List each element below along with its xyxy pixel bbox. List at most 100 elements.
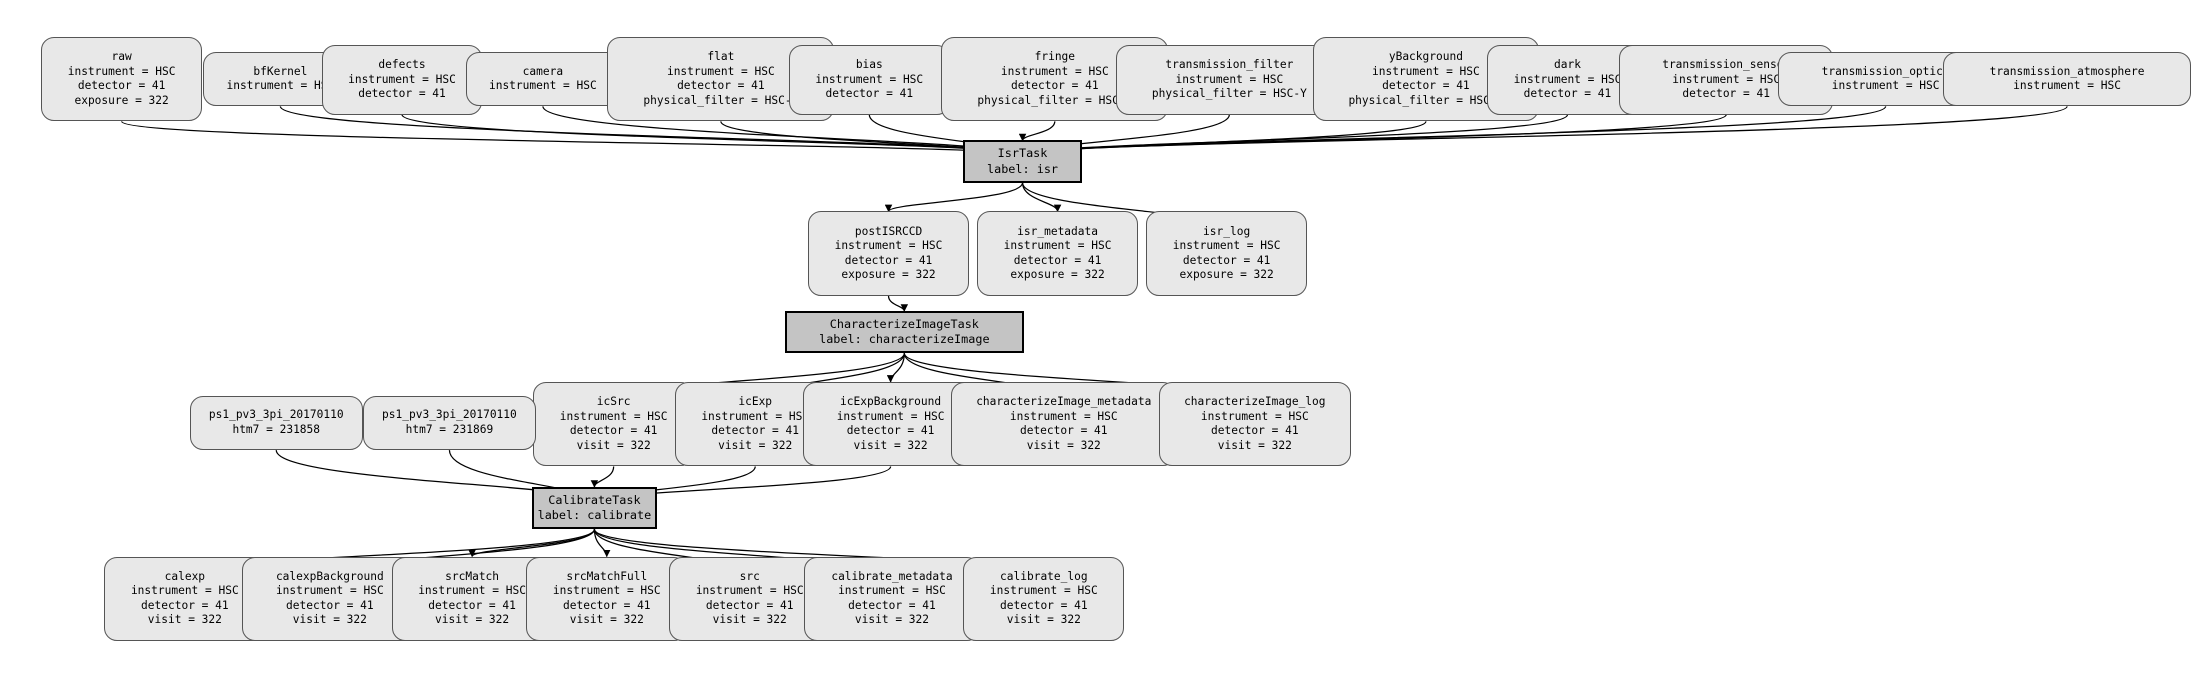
node-attribute: detector = 41 bbox=[1182, 253, 1271, 267]
node-attribute: instrument = HSC bbox=[1175, 72, 1284, 86]
node-attribute: label: isr bbox=[987, 161, 1059, 176]
node-title: icSrc bbox=[596, 395, 631, 409]
node-attribute: instrument = HSC bbox=[834, 239, 943, 253]
node-title: calexp bbox=[164, 569, 206, 583]
node-attribute: instrument = HSC bbox=[275, 584, 384, 598]
node-attribute: detector = 41 bbox=[705, 598, 794, 612]
edge-fringe-to-isr_task bbox=[1018, 121, 1056, 142]
node-title: src bbox=[739, 569, 760, 583]
node-attribute: visit = 322 bbox=[853, 438, 928, 452]
node-attribute: detector = 41 bbox=[1019, 424, 1108, 438]
node-attribute: instrument = HSC bbox=[666, 64, 775, 78]
node-title: bias bbox=[855, 57, 883, 71]
node-attribute: instrument = HSC bbox=[701, 409, 810, 423]
node-attribute: instrument = HSC bbox=[695, 584, 804, 598]
node-attribute: visit = 322 bbox=[854, 613, 929, 627]
node-title: defects bbox=[378, 57, 426, 71]
edge-characterize_task-to-icExpBackground bbox=[886, 353, 905, 383]
node-attribute: detector = 41 bbox=[1211, 424, 1299, 438]
node-title: flat bbox=[707, 49, 735, 63]
node-title: IsrTask bbox=[997, 146, 1048, 161]
edge-raw-to-isr_task bbox=[121, 120, 1023, 156]
node-attribute: detector = 41 bbox=[562, 598, 651, 612]
node-attribute: detector = 41 bbox=[1013, 253, 1102, 267]
node-attribute: exposure = 322 bbox=[74, 93, 169, 107]
node-attribute: instrument = HSC bbox=[348, 72, 456, 86]
node-attribute: instrument = HSC bbox=[1672, 72, 1781, 86]
node-attribute: exposure = 322 bbox=[1010, 268, 1105, 282]
node-attribute: detector = 41 bbox=[141, 598, 229, 612]
node-attribute: exposure = 322 bbox=[1179, 268, 1274, 282]
node-attribute: instrument = HSC bbox=[67, 64, 176, 78]
node-attribute: detector = 41 bbox=[1523, 87, 1612, 101]
node-title: transmission_atmosphere bbox=[1989, 64, 2145, 78]
node-attribute: instrument = HSC bbox=[989, 584, 1098, 598]
node-attribute: visit = 322 bbox=[292, 613, 367, 627]
node-attribute: detector = 41 bbox=[846, 424, 935, 438]
node-title: bfKernel bbox=[253, 64, 308, 78]
node-attribute: instrument = HSC bbox=[2013, 79, 2121, 93]
node-attribute: detector = 41 bbox=[428, 598, 516, 612]
node-title: camera bbox=[522, 64, 564, 78]
node-attribute: htm7 = 231869 bbox=[405, 422, 494, 436]
node-title: transmission_optics bbox=[1821, 64, 1950, 78]
node-attribute: detector = 41 bbox=[1000, 598, 1088, 612]
node-attribute: visit = 322 bbox=[576, 438, 651, 452]
node-attribute: instrument = HSC bbox=[1009, 409, 1118, 423]
node-attribute: physical_filter = HSC-Y bbox=[977, 93, 1133, 107]
node-attribute: instrument = HSC bbox=[1513, 72, 1622, 86]
node-attribute: instrument = HSC bbox=[559, 409, 668, 423]
node-title: icExp bbox=[738, 395, 773, 409]
node-attribute: instrument = HSC bbox=[226, 79, 335, 93]
node-attribute: label: calibrate bbox=[537, 508, 652, 523]
node-attribute: instrument = HSC bbox=[1003, 239, 1112, 253]
edge-calibrate_task-to-srcMatchFull bbox=[593, 529, 611, 558]
node-title: calibrate_metadata bbox=[831, 569, 953, 583]
node-attribute: detector = 41 bbox=[844, 253, 933, 267]
node-attribute: detector = 41 bbox=[569, 424, 658, 438]
node-attribute: instrument = HSC bbox=[838, 584, 946, 598]
node-title: characterizeImage_metadata bbox=[976, 395, 1152, 409]
node-attribute: instrument = HSC bbox=[130, 584, 239, 598]
node-attribute: visit = 322 bbox=[147, 613, 222, 627]
node-attribute: visit = 322 bbox=[1026, 438, 1101, 452]
node-title: srcMatch bbox=[445, 569, 500, 583]
node-attribute: detector = 41 bbox=[848, 598, 936, 612]
edge-icSrc-to-calibrate_task bbox=[590, 466, 615, 488]
node-attribute: instrument = HSC bbox=[836, 409, 945, 423]
node-title: characterizeImage_log bbox=[1184, 395, 1326, 409]
node-title: isr_log bbox=[1203, 224, 1251, 238]
node-title: calexpBackground bbox=[275, 569, 384, 583]
node-attribute: visit = 322 bbox=[435, 613, 510, 627]
node-attribute: physical_filter = HSC-Y bbox=[643, 93, 799, 107]
node-attribute: htm7 = 231858 bbox=[232, 422, 321, 436]
node-attribute: detector = 41 bbox=[825, 87, 914, 101]
node-attribute: visit = 322 bbox=[1006, 613, 1081, 627]
edge-isr_task-to-isr_metadata bbox=[1021, 182, 1062, 213]
node-title: transmission_filter bbox=[1165, 57, 1294, 71]
node-title: fringe bbox=[1034, 49, 1076, 63]
node-title: raw bbox=[111, 49, 132, 63]
node-attribute: visit = 322 bbox=[712, 613, 787, 627]
